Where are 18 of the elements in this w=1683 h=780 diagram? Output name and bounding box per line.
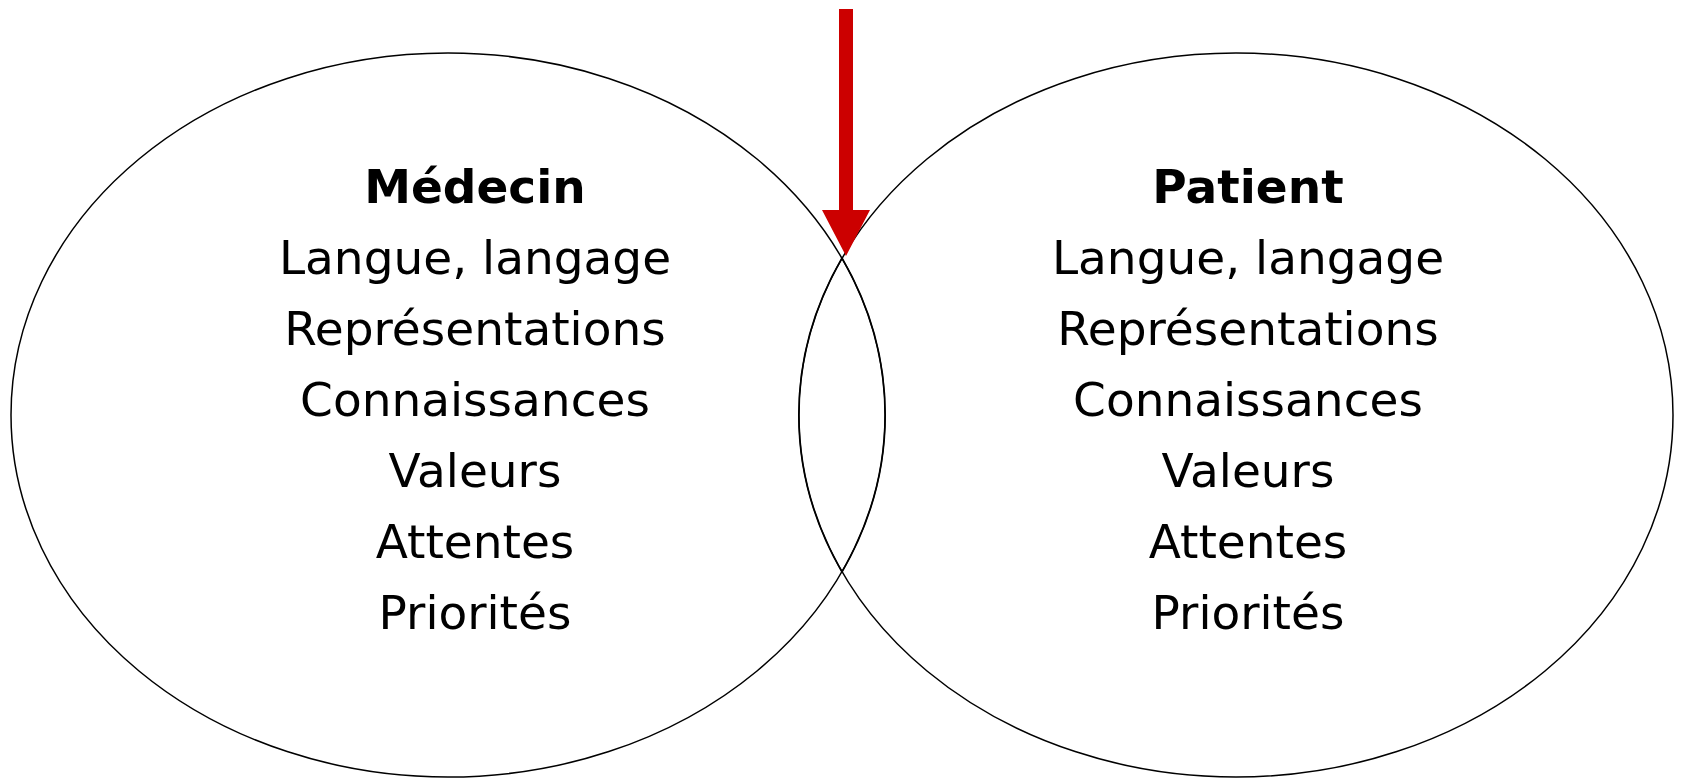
arrow bbox=[822, 9, 870, 256]
list-item: Valeurs bbox=[388, 442, 562, 500]
list-item: Langue, langage bbox=[278, 229, 672, 287]
ellipse bbox=[798, 52, 1674, 778]
list-item: Connaissances bbox=[300, 371, 650, 429]
list-item: Attentes bbox=[1148, 513, 1348, 571]
list-item: Priorités bbox=[1151, 584, 1345, 642]
overlap-region bbox=[798, 257, 886, 573]
list-item: Valeurs bbox=[1161, 442, 1335, 500]
list-item: Représentations bbox=[1057, 300, 1439, 358]
list-item: Attentes bbox=[375, 513, 575, 571]
list-item: Priorités bbox=[378, 584, 572, 642]
list-item: Représentations bbox=[284, 300, 666, 358]
heading: Patient bbox=[1152, 158, 1344, 216]
heading: Médecin bbox=[364, 158, 586, 216]
list-item: Langue, langage bbox=[1051, 229, 1445, 287]
ellipse bbox=[10, 52, 886, 778]
list-item: Connaissances bbox=[1073, 371, 1423, 429]
